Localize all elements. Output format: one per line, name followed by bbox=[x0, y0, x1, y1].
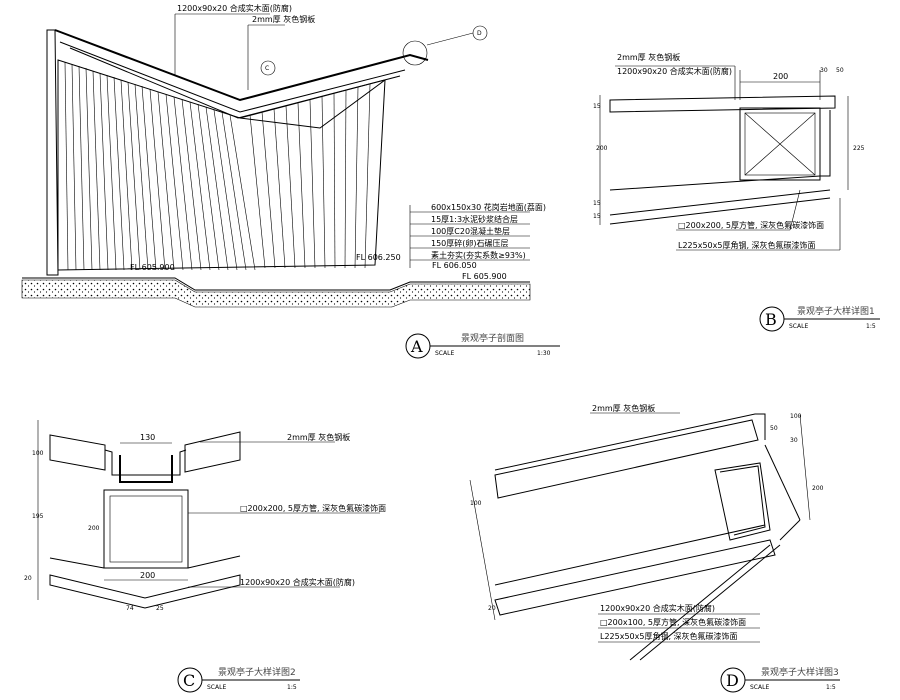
cladding-body bbox=[57, 59, 386, 271]
d-note-board: 1200x90x20 合成实木面(防腐) bbox=[600, 603, 715, 613]
b-dim-15a: 15 bbox=[593, 103, 601, 110]
detail-c: 130 100 195 200 20 200 74 25 2mm厚 灰色钢板 □… bbox=[24, 420, 386, 693]
a-ref-d: D bbox=[477, 30, 482, 37]
d-note-steel: 2mm厚 灰色钢板 bbox=[592, 403, 655, 413]
detail-a-scale: 1:30 bbox=[537, 350, 551, 357]
layer-5: 素土夯实(夯实系数≥93%) bbox=[431, 250, 526, 260]
d-roof-insulated bbox=[494, 419, 759, 499]
detail-c-title: 景观亭子大样详图2 bbox=[218, 666, 296, 678]
c-dim-200-v: 200 bbox=[88, 525, 100, 532]
detail-b-title: 景观亭子大样详图1 bbox=[797, 305, 875, 317]
detail-a-section: 1200x90x20 合成实木面(防腐) 2mm厚 灰色钢板 C D 600x1… bbox=[21, 3, 560, 359]
a-note-top-board: 1200x90x20 合成实木面(防腐) bbox=[177, 3, 292, 13]
detail-d-scale-label: SCALE bbox=[750, 684, 769, 691]
layer-notes: 600x150x30 花岗岩地面(荔面) 15厚1:3水泥砂浆结合层 100厚C… bbox=[410, 202, 546, 261]
detail-d: 100 30 50 200 100 20 2mm厚 灰色钢板 1200x90x2… bbox=[469, 403, 840, 693]
d-tube bbox=[714, 462, 771, 541]
b-note-tube: □200x200, 5厚方管, 深灰色氟碳漆饰面 bbox=[678, 220, 824, 230]
detail-a-tag: A bbox=[410, 337, 423, 356]
a-ref-circle-c bbox=[260, 60, 276, 76]
c-note-tube: □200x200, 5厚方管, 深灰色氟碳漆饰面 bbox=[240, 503, 386, 513]
level-3: FL 606.050 bbox=[432, 261, 477, 270]
layer-4: 150厚碎(卵)石碾压层 bbox=[431, 238, 509, 248]
b-dim-200-v: 200 bbox=[596, 145, 608, 152]
c-note-steel: 2mm厚 灰色钢板 bbox=[287, 432, 350, 442]
c-dim-130: 130 bbox=[140, 433, 155, 442]
detail-c-scale-label: SCALE bbox=[207, 684, 226, 691]
roof-outline bbox=[54, 29, 429, 102]
pavilion-left-wall bbox=[46, 29, 59, 276]
b-note-angle: L225x50x5厚角钢, 深灰色氟碳漆饰面 bbox=[678, 240, 816, 250]
c-right-roof bbox=[184, 431, 241, 473]
b-tube bbox=[739, 107, 821, 181]
detail-b-scale: 1:5 bbox=[866, 323, 876, 330]
d-dim-200: 200 bbox=[812, 485, 824, 492]
c-dim-195: 195 bbox=[32, 513, 44, 520]
detail-a-scale-label: SCALE bbox=[435, 350, 454, 357]
detail-c-scale: 1:5 bbox=[287, 684, 297, 691]
level-2: FL 606.250 bbox=[356, 253, 401, 262]
c-left-roof bbox=[49, 434, 106, 471]
d-dim-50: 50 bbox=[770, 425, 778, 432]
layer-1: 600x150x30 花岗岩地面(荔面) bbox=[431, 202, 546, 212]
b-dim-15c: 15 bbox=[593, 213, 601, 220]
a-note-steel-sheet: 2mm厚 灰色钢板 bbox=[252, 14, 315, 24]
b-dim-15b: 15 bbox=[593, 200, 601, 207]
c-dim-200: 200 bbox=[140, 571, 155, 580]
ground-line bbox=[22, 277, 530, 291]
c-tube bbox=[103, 489, 189, 569]
d-dim-100b: 100 bbox=[790, 413, 802, 420]
c-dim-74: 74 bbox=[126, 605, 134, 612]
c-dim-25: 25 bbox=[156, 605, 164, 612]
detail-d-tag: D bbox=[726, 671, 739, 690]
detail-b-tag: B bbox=[765, 310, 777, 329]
d-dim-100a: 100 bbox=[470, 500, 482, 507]
detail-b: 2mm厚 灰色钢板 1200x90x20 合成实木面(防腐) 200 30 50… bbox=[593, 52, 880, 332]
c-note-board: 1200x90x20 合成实木面(防腐) bbox=[240, 577, 355, 587]
detail-a-title: 景观亭子剖面图 bbox=[461, 332, 524, 344]
layer-2: 15厚1:3水泥砂浆结合层 bbox=[431, 214, 518, 224]
level-1: FL 605.900 bbox=[130, 263, 175, 272]
detail-d-scale: 1:5 bbox=[826, 684, 836, 691]
d-dim-30: 30 bbox=[790, 437, 798, 444]
level-4: FL 605.900 bbox=[462, 272, 507, 281]
b-note-board: 1200x90x20 合成实木面(防腐) bbox=[617, 66, 732, 76]
d-note-tube: □200x100, 5厚方管, 深灰色氟碳漆饰面 bbox=[600, 617, 746, 627]
detail-b-scale-label: SCALE bbox=[789, 323, 808, 330]
d-lower-board bbox=[494, 539, 776, 616]
b-note-steel: 2mm厚 灰色钢板 bbox=[617, 52, 680, 62]
d-note-angle: L225x50x5厚角钢, 深灰色氟碳漆饰面 bbox=[600, 631, 738, 641]
b-dim-200: 200 bbox=[773, 72, 788, 81]
c-dim-100: 100 bbox=[32, 450, 44, 457]
b-dim-50: 50 bbox=[836, 67, 844, 74]
detail-d-title: 景观亭子大样详图3 bbox=[761, 666, 839, 678]
layer-3: 100厚C20混凝土垫层 bbox=[431, 226, 510, 236]
b-board bbox=[609, 95, 836, 113]
c-bottom-board bbox=[49, 574, 241, 609]
d-dim-20: 20 bbox=[488, 605, 496, 612]
b-dim-30: 30 bbox=[820, 67, 828, 74]
a-ref-c: C bbox=[265, 65, 269, 72]
ground-fill bbox=[21, 279, 531, 308]
b-dim-225: 225 bbox=[853, 145, 865, 152]
detail-c-tag: C bbox=[183, 671, 195, 690]
cladding-lines bbox=[64, 61, 371, 271]
c-dim-20: 20 bbox=[24, 575, 32, 582]
